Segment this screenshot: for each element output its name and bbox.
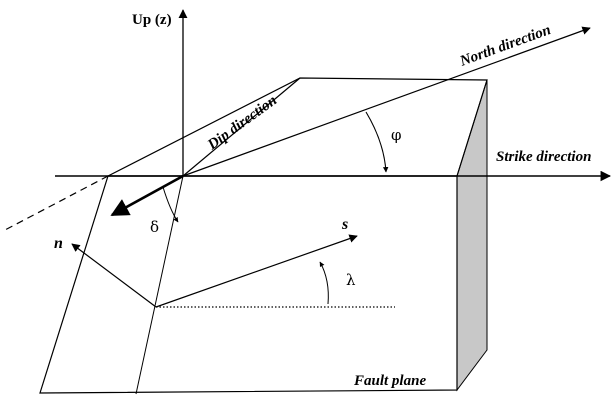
fault-dip-line	[135, 175, 184, 395]
s-vector-label: s	[341, 216, 348, 233]
strike-direction-label: Strike direction	[496, 149, 591, 165]
fault-plane-face	[39, 175, 458, 394]
phi-label: φ	[391, 126, 402, 144]
fault-plane-label: Fault plane	[353, 373, 426, 389]
horizontal-surface	[107, 77, 488, 177]
phi-angle-arc	[365, 111, 389, 173]
slip-vector-s	[155, 234, 358, 308]
n-vector-label: n	[54, 235, 63, 252]
normal-vector-n	[71, 243, 157, 308]
dip-direction-line	[182, 77, 301, 177]
delta-label: δ	[150, 218, 159, 236]
lambda-label: λ	[346, 271, 356, 289]
dip-direction-arrow	[110, 174, 184, 217]
delta-angle-arc	[162, 186, 179, 223]
lambda-angle-arc	[319, 261, 329, 305]
strike-extension-dashed	[4, 175, 109, 231]
north-direction-line	[182, 26, 591, 177]
up-axis-label: Up (z)	[132, 12, 172, 28]
